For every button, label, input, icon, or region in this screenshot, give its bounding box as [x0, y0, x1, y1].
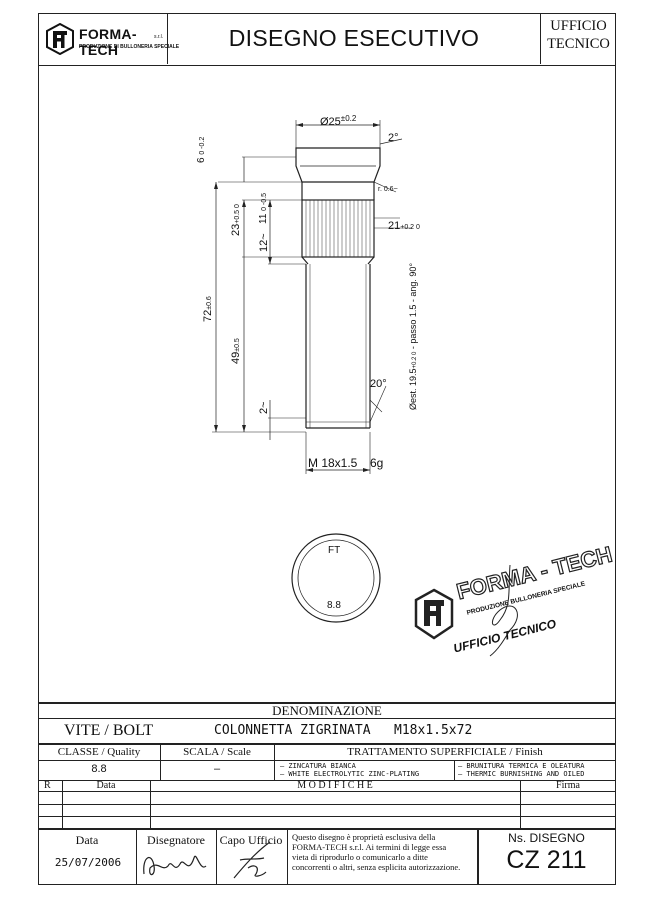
dim-knurl-length: 23+0.5 0 [230, 204, 242, 236]
logo-tagline: PRODUZIONE DI BULLONERIA SPECIALE [79, 44, 180, 50]
stamp-logo-icon [414, 588, 454, 640]
rev-label: R [44, 780, 51, 791]
drawing-frame [38, 13, 616, 885]
head-mark-top: FT [328, 545, 341, 556]
dim-thread-length: 49±0.5 [230, 338, 242, 364]
document-title: DISEGNO ESECUTIVO [168, 13, 541, 64]
dim-thread-class: 6g [370, 456, 384, 470]
head-end-view [291, 533, 381, 623]
dim-radius: r. 0.6~ [378, 186, 398, 193]
head-mark-bottom: 8.8 [327, 600, 341, 611]
denominazione-label: DENOMINAZIONE [272, 703, 382, 718]
dim-head-diameter: Ø25±0.2 [320, 114, 357, 128]
dim-head-height: 6 0 -0.2 [196, 136, 207, 163]
header-row: FORMA-TECH s.r.l. PRODUZIONE DI BULLONER… [38, 13, 616, 66]
logo-name: FORMA-TECH [79, 26, 137, 58]
logo-suffix: s.r.l. [154, 34, 164, 40]
forma-tech-logo-icon [46, 23, 74, 55]
dim-knurl-diameter: 21+0.2 0 [388, 220, 420, 232]
treatment-3: – BRUNITURA TERMICA E OLEATURA [458, 762, 585, 770]
dim-total-length: 72±0.6 [202, 296, 214, 322]
treatment-4: – THERMIC BURNISHING AND OILED [458, 770, 585, 778]
class-value: 8.8 [91, 763, 107, 775]
rev-date-label: Data [96, 780, 116, 791]
dim-knurl-top: 11 0 -0.5 [258, 192, 269, 224]
designer-signature [143, 855, 207, 876]
chief-signature [233, 841, 271, 879]
data-value: 25/07/2006 [54, 856, 122, 869]
dim-transition: 12~ [258, 233, 270, 252]
changes-label: M O D I F I C H E [297, 780, 373, 791]
office-label: UFFICIO TECNICO [547, 18, 610, 52]
bolt-head [295, 147, 381, 183]
data-label: Data [75, 833, 99, 847]
scale-value: – [213, 763, 221, 775]
bolt-description: COLONNETTA ZIGRINATA M18x1.5x72 [214, 723, 473, 738]
scale-label: SCALA / Scale [183, 746, 251, 758]
chief-label: Capo Ufficio [219, 833, 283, 847]
drawing-number-label: Ns. DISEGNO [508, 831, 585, 845]
dim-head-angle: 2° [388, 132, 399, 144]
class-label: CLASSE / Quality [57, 746, 141, 758]
stamp-signature [489, 564, 518, 657]
disclaimer: Questo disegno è proprietà esclusiva del… [292, 832, 461, 872]
dim-knurl-note: Øest. 19.5+0.2 0 - passo 1.5 - ang. 90° [408, 262, 418, 410]
sign-label: Firma [556, 780, 580, 791]
bolt-type: VITE / BOLT [64, 722, 154, 739]
treatment-2: – WHITE ELECTROLYTIC ZINC-PLATING [280, 770, 420, 778]
company-logo: FORMA-TECH s.r.l. PRODUZIONE DI BULLONER… [38, 13, 179, 64]
drawing-number: CZ 211 [506, 846, 587, 874]
treatment-1: – ZINCATURA BIANCA [280, 762, 356, 770]
dim-thread: M 18x1.5 [308, 456, 358, 470]
treatment-label: TRATTAMENTO SUPERFICIALE / Finish [347, 746, 543, 758]
designer-label: Disegnatore [147, 833, 205, 847]
dim-chamfer-length: 2~ [258, 401, 270, 414]
dim-chamfer-angle: 20° [370, 378, 387, 390]
